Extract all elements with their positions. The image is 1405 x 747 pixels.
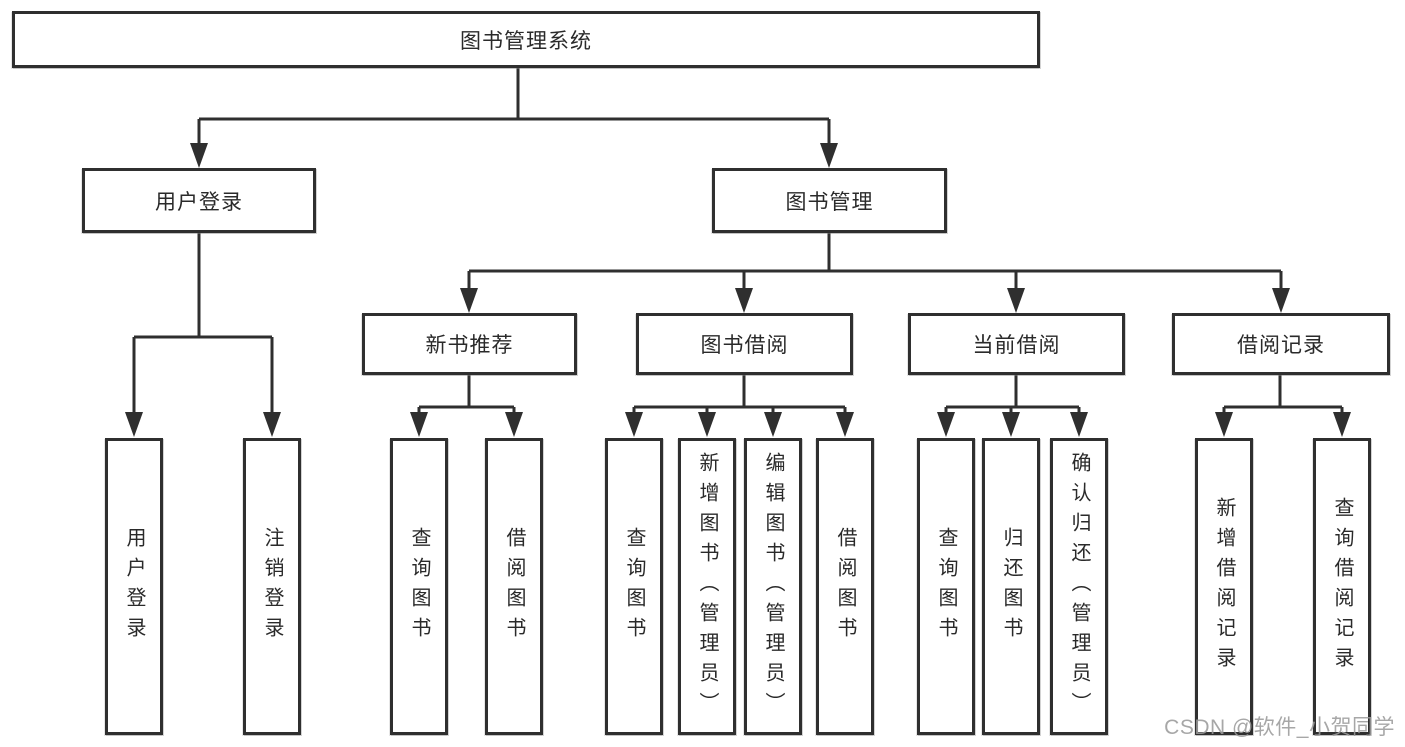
leaf-query-borrow-record: 查询借阅记录 — [1313, 438, 1371, 735]
connector-user-login-to-leaves — [132, 233, 274, 413]
connector-book-management-to-level3 — [467, 233, 1283, 289]
node-current-borrow: 当前借阅 — [908, 313, 1125, 375]
leaf-borrow-books-borrow-label: 借阅图书 — [834, 526, 856, 647]
leaf-query-books-newbook: 查询图书 — [390, 438, 448, 735]
leaf-user-login: 用户登录 — [105, 438, 163, 735]
leaf-confirm-return-admin: 确认归还（管理员） — [1050, 438, 1108, 735]
leaf-borrow-books-newbook-label: 借阅图书 — [503, 526, 525, 647]
node-user-login-label: 用户登录 — [155, 190, 243, 214]
node-book-management: 图书管理 — [712, 168, 947, 233]
connector-new-book-to-leaves — [417, 375, 516, 413]
node-book-borrow-label: 图书借阅 — [700, 334, 789, 357]
node-new-book-recommend-label: 新书推荐 — [425, 334, 514, 357]
node-current-borrow-label: 当前借阅 — [972, 334, 1061, 357]
csdn-watermark: CSDN @软件_小贺同学 — [1164, 716, 1395, 739]
arrowheads — [125, 143, 1351, 437]
leaf-edit-book-admin-label: 编辑图书（管理员） — [762, 451, 784, 722]
leaf-query-books-borrow-label: 查询图书 — [623, 526, 645, 647]
leaf-add-book-admin-label: 新增图书（管理员） — [696, 451, 718, 722]
leaf-add-borrow-record: 新增借阅记录 — [1195, 438, 1253, 735]
leaf-logout-label: 注销登录 — [261, 526, 283, 647]
leaf-edit-book-admin: 编辑图书（管理员） — [744, 438, 802, 735]
node-root-label: 图书管理系统 — [460, 29, 592, 53]
leaf-query-books-borrow: 查询图书 — [605, 438, 663, 735]
leaf-add-book-admin: 新增图书（管理员） — [678, 438, 736, 735]
leaf-query-books-newbook-label: 查询图书 — [408, 526, 430, 647]
leaf-borrow-books-newbook: 借阅图书 — [485, 438, 543, 735]
connector-root-to-level2 — [197, 68, 831, 144]
leaf-query-borrow-record-label: 查询借阅记录 — [1331, 496, 1353, 677]
leaf-confirm-return-admin-label: 确认归还（管理员） — [1068, 451, 1090, 722]
leaf-query-books-current-label: 查询图书 — [935, 526, 957, 647]
leaf-user-login-label: 用户登录 — [123, 526, 145, 647]
node-root-library-system: 图书管理系统 — [12, 11, 1040, 68]
leaf-logout: 注销登录 — [243, 438, 301, 735]
leaf-borrow-books-borrow: 借阅图书 — [816, 438, 874, 735]
node-book-borrow: 图书借阅 — [636, 313, 853, 375]
node-user-login: 用户登录 — [82, 168, 316, 233]
leaf-query-books-current: 查询图书 — [917, 438, 975, 735]
node-borrow-record: 借阅记录 — [1172, 313, 1390, 375]
leaf-return-book: 归还图书 — [982, 438, 1040, 735]
leaf-return-book-label: 归还图书 — [1000, 526, 1022, 647]
node-borrow-record-label: 借阅记录 — [1237, 334, 1325, 357]
connector-current-borrow-to-leaves — [944, 375, 1081, 413]
connector-book-borrow-to-leaves — [632, 375, 847, 413]
node-book-management-label: 图书管理 — [785, 190, 874, 214]
leaf-add-borrow-record-label: 新增借阅记录 — [1213, 496, 1235, 677]
node-new-book-recommend: 新书推荐 — [362, 313, 577, 375]
connector-borrow-record-to-leaves — [1222, 375, 1344, 413]
